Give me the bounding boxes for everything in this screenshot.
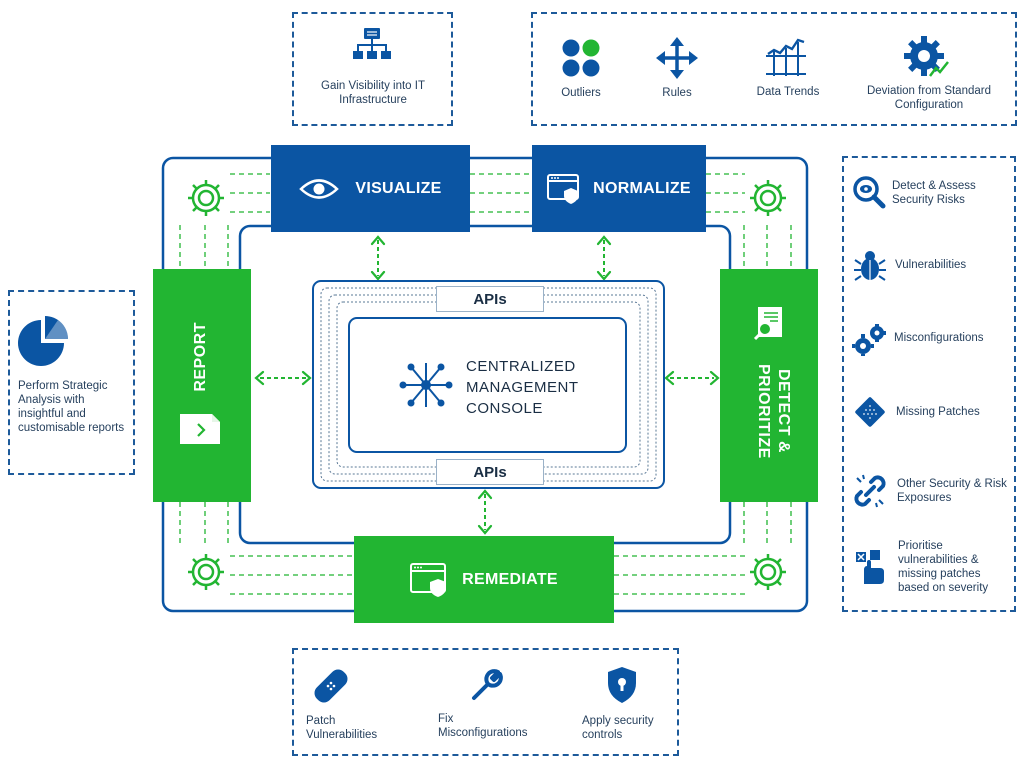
vulnerabilities-label: Vulnerabilities xyxy=(895,259,967,271)
remediate-title: REMEDIATE xyxy=(462,570,558,588)
other-exposures-label: Other Security & Risk Exposures xyxy=(897,478,1007,504)
outliers-icon xyxy=(562,39,600,77)
visibility-panel xyxy=(292,12,453,126)
misconfigurations-label: Misconfigurations xyxy=(894,332,984,344)
gears-icon xyxy=(852,324,886,356)
deviation-label: Deviation from Standard Configuration xyxy=(866,85,991,111)
apply-security-label: Apply security controls xyxy=(582,715,654,741)
broken-link-icon xyxy=(854,474,886,508)
gear-icon xyxy=(750,180,786,216)
data-trends-label: Data Trends xyxy=(756,86,820,98)
outliers-label: Outliers xyxy=(561,87,601,99)
detect-title: DETECT & PRIORITIZE xyxy=(755,363,792,459)
prioritise-hand-icon xyxy=(856,550,884,584)
bandage-icon xyxy=(314,669,348,703)
visualize-title: VISUALIZE xyxy=(355,179,442,197)
normalize-block: NORMALIZE xyxy=(532,145,706,232)
gear-icon xyxy=(188,180,224,216)
report-block xyxy=(153,269,251,502)
browser-shield-icon xyxy=(410,562,447,597)
document-search-icon xyxy=(753,307,782,341)
gear-icon xyxy=(188,554,224,590)
visualize-block: VISUALIZE xyxy=(271,145,470,232)
search-eye-icon xyxy=(853,176,886,209)
report-title: REPORT xyxy=(192,322,209,392)
deviation-gear-icon xyxy=(904,36,949,77)
remediate-block: REMEDIATE xyxy=(354,536,614,623)
api-top-label: APIs xyxy=(436,286,544,312)
report-document-icon xyxy=(180,414,220,444)
pie-chart-icon xyxy=(18,316,69,366)
report-label: Perform Strategic Analysis with insightf… xyxy=(18,380,125,434)
detect-panel xyxy=(842,156,1016,612)
detect-assess-label: Detect & Assess Security Risks xyxy=(892,180,976,206)
rules-arrows-icon xyxy=(656,37,698,79)
network-hierarchy-icon xyxy=(353,28,391,59)
missing-patches-label: Missing Patches xyxy=(896,406,980,418)
console-title: CENTRALIZED MANAGEMENT CONSOLE xyxy=(466,356,579,419)
fix-misconfigurations-label: Fix Misconfigurations xyxy=(438,713,528,739)
patch-diamond-icon xyxy=(855,397,885,427)
remediate-panel xyxy=(292,648,679,756)
visibility-label: Gain Visibility into IT Infrastructure xyxy=(321,80,425,106)
shield-lock-icon xyxy=(608,667,636,703)
eye-icon xyxy=(299,178,340,199)
hub-network-icon xyxy=(399,363,453,407)
api-bottom-label: APIs xyxy=(436,459,544,485)
bug-icon xyxy=(854,251,886,281)
prioritise-label: Prioritise vulnerabilities & missing pat… xyxy=(898,540,989,594)
normalize-title: NORMALIZE xyxy=(593,179,691,197)
rules-label: Rules xyxy=(662,87,692,99)
normalize-panel xyxy=(531,12,1017,126)
wrench-icon xyxy=(472,669,503,700)
console-line-2: MANAGEMENT xyxy=(466,379,579,396)
browser-shield-icon xyxy=(547,173,580,204)
gear-icon xyxy=(750,554,786,590)
console-line-3: CONSOLE xyxy=(466,400,543,417)
data-trends-icon xyxy=(766,38,806,76)
console-line-1: CENTRALIZED xyxy=(466,358,576,375)
report-panel xyxy=(8,290,135,475)
patch-vulnerabilities-label: Patch Vulnerabilities xyxy=(306,715,378,741)
